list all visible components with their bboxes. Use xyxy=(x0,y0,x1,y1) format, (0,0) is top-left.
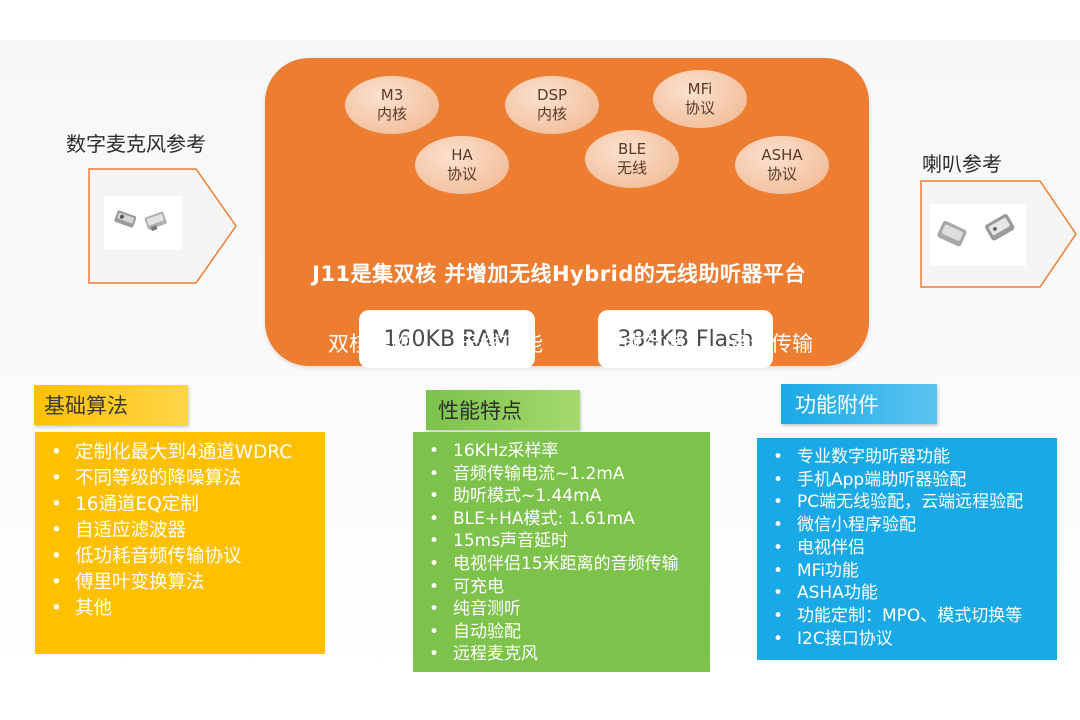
list-item: PC端无线验配，云端远程验配 xyxy=(757,491,1057,514)
list-item: 其他 xyxy=(35,596,325,622)
bubble-asha-protocol: ASHA 协议 xyxy=(735,136,829,194)
list-item: 自动验配 xyxy=(413,621,710,644)
basic-algorithms-box: 定制化最大到4通道WDRC 不同等级的降噪算法 16通道EQ定制 自适应滤波器 … xyxy=(35,432,325,654)
performance-list: 16KHz采样率 音频传输电流~1.2mA 助听模式~1.44mA BLE+HA… xyxy=(413,440,710,666)
list-item: 16KHz采样率 xyxy=(413,440,710,463)
list-item: 远程麦克风 xyxy=(413,643,710,666)
feature-audio-transfer: 音频传输 xyxy=(729,332,813,356)
bubble-line1: HA xyxy=(451,146,473,164)
bubble-line2: 内核 xyxy=(376,105,407,123)
list-item: 16通道EQ定制 xyxy=(35,492,325,518)
accessories-box: 专业数字助听器功能 手机App端助听器验配 PC端无线验配，云端远程验配 微信小… xyxy=(757,438,1057,660)
list-item: 不同等级的降噪算法 xyxy=(35,466,325,492)
list-item: 纯音测听 xyxy=(413,598,710,621)
mic-image xyxy=(104,196,182,250)
feature-wireless: 无线功能 xyxy=(459,332,543,356)
bubble-dsp-core: DSP 内核 xyxy=(505,76,599,134)
list-item: 微信小程序验配 xyxy=(757,514,1057,537)
bubble-line1: DSP xyxy=(536,86,568,104)
accessories-header: 功能附件 xyxy=(781,384,937,424)
accessories-list: 专业数字助听器功能 手机App端助听器验配 PC端无线验配，云端远程验配 微信小… xyxy=(757,446,1057,650)
bubble-line2: 无线 xyxy=(616,159,647,177)
list-item: BLE+HA模式: 1.61mA xyxy=(413,508,710,531)
list-item: 音频传输电流~1.2mA xyxy=(413,463,710,486)
bubble-line1: M3 xyxy=(380,86,404,104)
flash-box: 384KB Flash xyxy=(598,310,773,368)
microphone-component-icon xyxy=(114,210,167,232)
basic-algorithms-header: 基础算法 xyxy=(34,385,188,425)
performance-header: 性能特点 xyxy=(426,390,580,430)
core-platform-panel: M3 内核 DSP 内核 MFi 协议 HA 协议 BLE 无线 ASHA 协议… xyxy=(265,58,869,368)
bubble-line2: 协议 xyxy=(766,165,797,183)
core-platform-title: J11是集双核 并增加无线Hybrid的无线助听器平台 xyxy=(312,262,806,286)
speaker-reference-label: 喇叭参考 xyxy=(922,152,1002,176)
list-item: 自适应滤波器 xyxy=(35,518,325,544)
mic-reference-label: 数字麦克风参考 xyxy=(66,132,206,156)
ram-box: 160KB RAM xyxy=(359,310,535,368)
bubble-line2: 协议 xyxy=(446,165,477,183)
bubble-line1: BLE xyxy=(617,140,647,158)
bubble-line1: MFi xyxy=(687,80,713,98)
bubble-line1: ASHA xyxy=(761,146,803,164)
feature-integrated-storage: 集成存储 xyxy=(601,332,685,356)
list-item: 定制化最大到4通道WDRC xyxy=(35,440,325,466)
bubble-line2: 内核 xyxy=(536,105,567,123)
list-item: 助听模式~1.44mA xyxy=(413,485,710,508)
bubble-line2: 协议 xyxy=(684,99,715,117)
list-item: 手机App端助听器验配 xyxy=(757,469,1057,492)
speaker-component-icon xyxy=(937,214,1015,247)
feature-dual-core: 双核架构 xyxy=(328,332,412,356)
performance-box: 16KHz采样率 音频传输电流~1.2mA 助听模式~1.44mA BLE+HA… xyxy=(413,432,710,672)
bubble-mfi-protocol: MFi 协议 xyxy=(653,70,747,128)
speaker-image xyxy=(930,204,1026,266)
list-item: 可充电 xyxy=(413,576,710,599)
list-item: MFi功能 xyxy=(757,560,1057,583)
bubble-ha-protocol: HA 协议 xyxy=(415,136,509,194)
list-item: 15ms声音延时 xyxy=(413,530,710,553)
list-item: 电视伴侣15米距离的音频传输 xyxy=(413,553,710,576)
list-item: 傅里叶变换算法 xyxy=(35,570,325,596)
list-item: I2C接口协议 xyxy=(757,628,1057,651)
list-item: 专业数字助听器功能 xyxy=(757,446,1057,469)
list-item: ASHA功能 xyxy=(757,582,1057,605)
list-item: 电视伴侣 xyxy=(757,537,1057,560)
bubble-m3-core: M3 内核 xyxy=(345,76,439,134)
bubble-ble-wireless: BLE 无线 xyxy=(585,130,679,188)
basic-algorithms-list: 定制化最大到4通道WDRC 不同等级的降噪算法 16通道EQ定制 自适应滤波器 … xyxy=(35,440,325,622)
list-item: 功能定制：MPO、模式切换等 xyxy=(757,605,1057,628)
list-item: 低功耗音频传输协议 xyxy=(35,544,325,570)
